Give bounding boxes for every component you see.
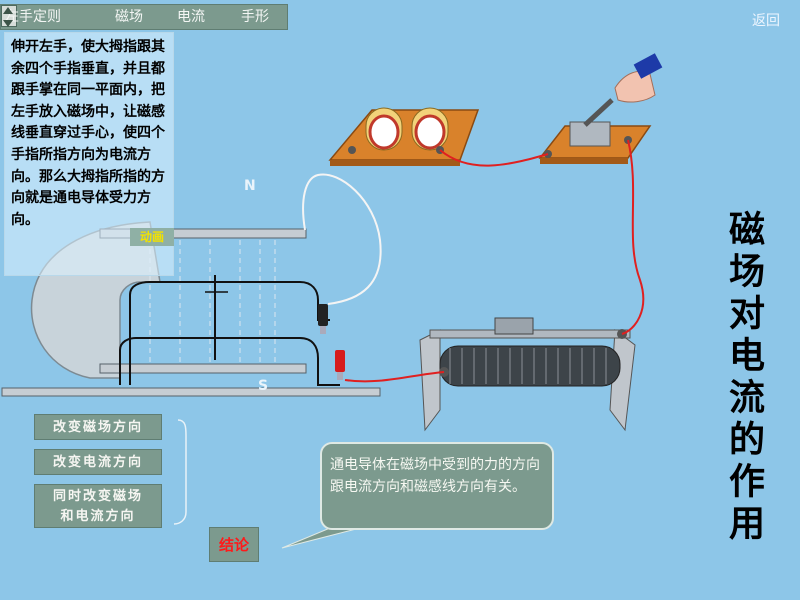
pointing-hand-icon	[614, 53, 663, 103]
return-link[interactable]: 返回	[752, 13, 780, 29]
change-both-line1: 同时改变磁场	[52, 489, 143, 504]
conclusion-text: 通电导体在磁场中受到的力的方向跟电流方向和磁感线方向有关。	[330, 457, 540, 495]
conclusion-bubble: 通电导体在磁场中受到的力的方向跟电流方向和磁感线方向有关。	[320, 442, 554, 530]
south-pole-label: S	[258, 378, 269, 394]
conductor-frame	[129, 281, 330, 385]
wire-red-2	[439, 149, 549, 167]
top-toolbar: 左手定则 磁场 电流 手形	[0, 4, 288, 30]
bubble-pointer	[281, 527, 361, 549]
change-field-button[interactable]: 改变磁场方向	[34, 414, 162, 440]
magnetic-field-tab[interactable]: 磁场	[115, 9, 143, 25]
terminal-black	[318, 304, 328, 334]
base-rail	[1, 387, 381, 397]
arrow-up-icon[interactable]	[3, 7, 13, 14]
instruction-text: 伸开左手，使大拇指跟其余四个手指垂直，并且都跟手掌在同一平面内，把左手放入磁场中…	[11, 39, 165, 228]
current-tab[interactable]: 电流	[177, 9, 205, 25]
option-bracket	[173, 419, 187, 525]
wire-red-3	[621, 139, 645, 335]
animation-tag[interactable]: 动画	[130, 228, 174, 246]
switch-lever	[583, 98, 614, 127]
change-both-line2: 和电流方向	[60, 509, 136, 524]
arrow-down-icon[interactable]	[3, 20, 13, 27]
vertical-title: 磁场对电流的作用	[723, 210, 765, 546]
change-current-button[interactable]: 改变电流方向	[34, 449, 162, 475]
change-both-button[interactable]: 同时改变磁场 和电流方向	[34, 484, 162, 528]
hand-shape-tab[interactable]: 手形	[241, 9, 269, 25]
left-hand-rule-tab[interactable]: 左手定则	[5, 9, 61, 25]
magnet-bottom-plate	[99, 363, 307, 374]
rheostat	[419, 317, 636, 432]
battery-board	[328, 107, 480, 166]
switch-board	[538, 98, 652, 164]
terminal-red	[335, 350, 345, 380]
wire-white	[302, 173, 382, 305]
field-lines	[149, 240, 276, 362]
wire-red-1	[344, 371, 445, 383]
conclusion-button[interactable]: 结论	[209, 527, 259, 562]
north-pole-label: N	[244, 178, 256, 194]
scroll-spinner[interactable]	[1, 5, 17, 27]
